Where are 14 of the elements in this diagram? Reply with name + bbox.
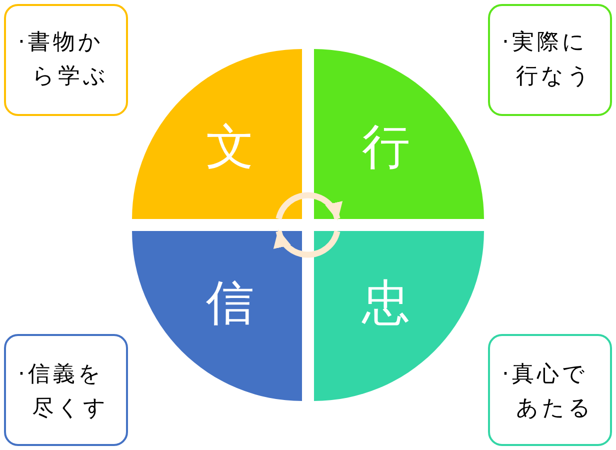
text-card — [4, 4, 128, 116]
quadrant-label: 行 — [362, 119, 410, 175]
bullet-text: ·実際に行なう — [502, 29, 594, 91]
text-card — [488, 334, 612, 446]
quadrant-label: 文 — [206, 119, 254, 175]
cycle-arrow — [276, 192, 342, 221]
bullet-text: ·信義を尽くす — [18, 361, 110, 423]
quadrant-label: 忠 — [362, 275, 410, 331]
bullet-text: ·書物から学ぶ — [18, 29, 110, 91]
text-card — [488, 4, 612, 116]
bullet-text: ·真心であたる — [502, 361, 595, 423]
text-card — [4, 334, 128, 446]
cycle-arrow — [274, 229, 340, 258]
quadrant-label: 信 — [206, 275, 254, 331]
